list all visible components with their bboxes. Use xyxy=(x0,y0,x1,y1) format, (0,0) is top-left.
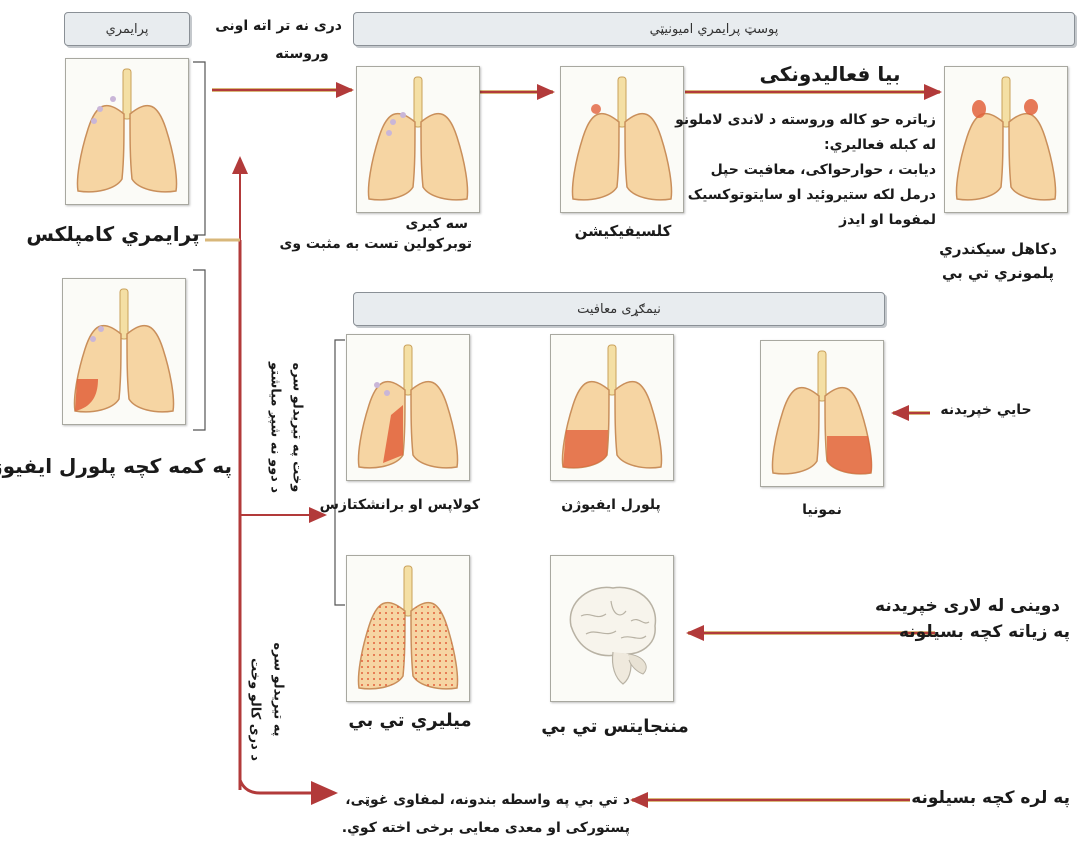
lungs-icon-pleural-effusion xyxy=(550,334,674,481)
brain-icon xyxy=(550,555,674,702)
note-line: د تي بي په واسطه بندونه، لمفاوی غوټی، xyxy=(340,786,630,814)
bracket-bottom xyxy=(193,270,205,430)
label-local-spread: حایي خپریدنه xyxy=(936,402,1036,418)
note-line: له کبله فعالیري: xyxy=(668,133,936,158)
note-line: درمل لکه ستیروئید او سایتوتوکسیک xyxy=(668,183,936,208)
vertical-label-months-1: د دوو نه شپږ میاشتو xyxy=(268,353,283,503)
vertical-label-years-1: د دری کالو وخت xyxy=(248,650,263,770)
note-line: لمفوما او ایدز xyxy=(668,208,936,233)
label-collapse: کولاپس او برانشکتازس xyxy=(340,497,480,513)
vertical-label-months-2: وخت په تیریدلو سره xyxy=(290,353,305,503)
lungs-icon-miliary xyxy=(346,555,470,702)
label-healing-1: سه کیری xyxy=(428,216,468,232)
lungs-icon-collapse xyxy=(346,334,470,481)
label-small-pleural-effusion: په کمه کچه پلورل ایفیوژن xyxy=(2,454,232,478)
label-blood-spread-1: دوینی له لاری خپریدنه xyxy=(900,596,1060,616)
vertical-label-years-2: په تیریدلو سره xyxy=(271,630,286,750)
lungs-icon-healing xyxy=(356,66,480,213)
label-primary-complex: پرایمري کامپلکس xyxy=(18,222,208,246)
label-healing-2: توبرکولین تست به مثبت وی xyxy=(302,236,472,252)
note-line: زیاتره حو کاله وروسته د لاندی لاملونو xyxy=(668,108,936,133)
header-post-primary: پوسټ پرایمري امیونیټي xyxy=(353,12,1075,46)
label-after-weeks-bottom: وروسته xyxy=(262,46,342,62)
lungs-icon-pneumonia xyxy=(760,340,884,487)
lungs-icon-primary-complex xyxy=(65,58,189,205)
lungs-icon-pleural-effusion-small xyxy=(62,278,186,425)
label-pleural-effusion: پلورل ایفیوژن xyxy=(556,497,666,513)
label-pneumonia: نمونیا xyxy=(790,502,854,518)
lungs-icon-calcification xyxy=(560,66,684,213)
bracket-top xyxy=(193,62,205,235)
note-bottom: د تي بي په واسطه بندونه، لمفاوی غوټی، پس… xyxy=(340,786,630,842)
header-primary: پرایمري xyxy=(64,12,190,46)
label-meningitis: مننجایتس تي بي xyxy=(540,716,690,737)
header-partial-immunity: نیمګړی معافیت xyxy=(353,292,885,326)
label-reactivation: بیا فعالیدونکی xyxy=(740,62,920,86)
label-blood-spread-2: په زیاته کچه بسیلونه xyxy=(900,622,1070,642)
arrow-to-bottom-note xyxy=(240,780,335,793)
label-secondary-2: پلمونري تي بي xyxy=(938,264,1058,282)
label-after-weeks-top: دری نه تر اته اونی xyxy=(222,18,342,34)
note-reactivation: زیاتره حو کاله وروسته د لاندی لاملونو له… xyxy=(668,108,936,233)
note-line: دیابت ، حوارحواکی، معافیت حپل xyxy=(668,158,936,183)
label-secondary-1: دکاهل سیکندري xyxy=(938,240,1058,258)
lungs-icon-secondary-tb xyxy=(944,66,1068,213)
note-line: پستورکی او معدی معایی برخی اخته کوي. xyxy=(340,814,630,842)
label-miliary: میلیري تي بي xyxy=(345,710,475,731)
label-few-bacilli: په لره کچه بسیلونه xyxy=(920,788,1070,808)
